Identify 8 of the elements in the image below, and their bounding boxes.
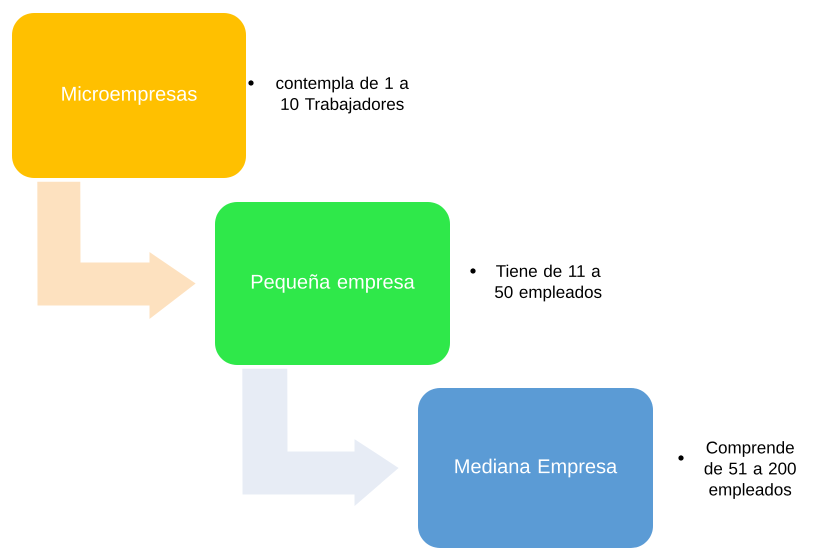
note-text: Tiene de 11 a 50 empleados: [495, 264, 602, 302]
process-box: Mediana Empresa: [418, 388, 653, 548]
note-text: Comprende de 51 a 200 empleados: [704, 441, 796, 499]
note-text: contempla de 1 a 10 Trabajadores: [276, 76, 409, 114]
bent-arrow: [37, 182, 196, 320]
bent-arrow: [242, 368, 399, 506]
process-box: Microempresas: [12, 13, 246, 178]
process-box: Pequeña empresa: [215, 202, 450, 365]
